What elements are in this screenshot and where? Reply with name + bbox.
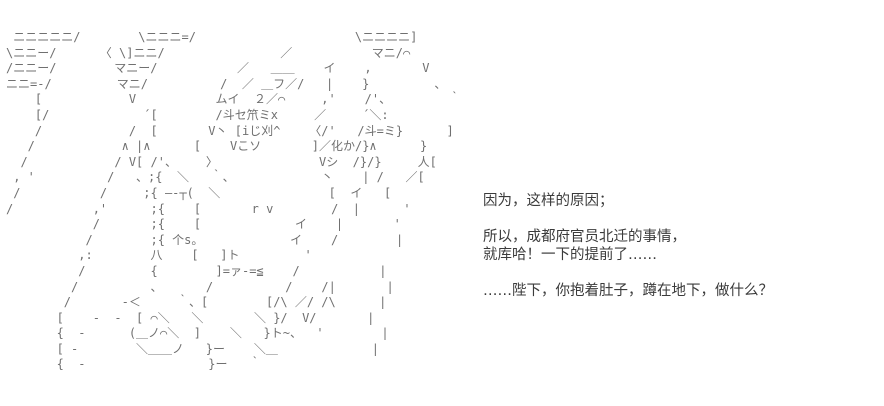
dialogue-line: ……陛下，你抱着肚子，蹲在地下，做什么？ [483, 283, 773, 299]
dialogue-line: 就库哈！一下的提前了…… [483, 247, 657, 263]
dialogue-panel: 因为，这样的原因； 所以，成都府官员北迁的事情， 就库哈！一下的提前了…… ……陛下，… [483, 192, 773, 300]
dialogue-line: 因为，这样的原因； [483, 193, 614, 209]
dialogue-line: 所以，成都府官员北迁的事情， [483, 229, 686, 245]
character-ascii-art: ニニニニニ/ \ニニニ=/ \ニニニニ] \ニニー/ 〈 \]ニニ/ ／ マニ/… [6, 30, 461, 372]
dialogue-paragraph-1: 因为，这样的原因； [483, 192, 773, 210]
dialogue-paragraph-3: ……陛下，你抱着肚子，蹲在地下，做什么？ [483, 282, 773, 300]
dialogue-paragraph-2: 所以，成都府官员北迁的事情， 就库哈！一下的提前了…… [483, 228, 773, 264]
